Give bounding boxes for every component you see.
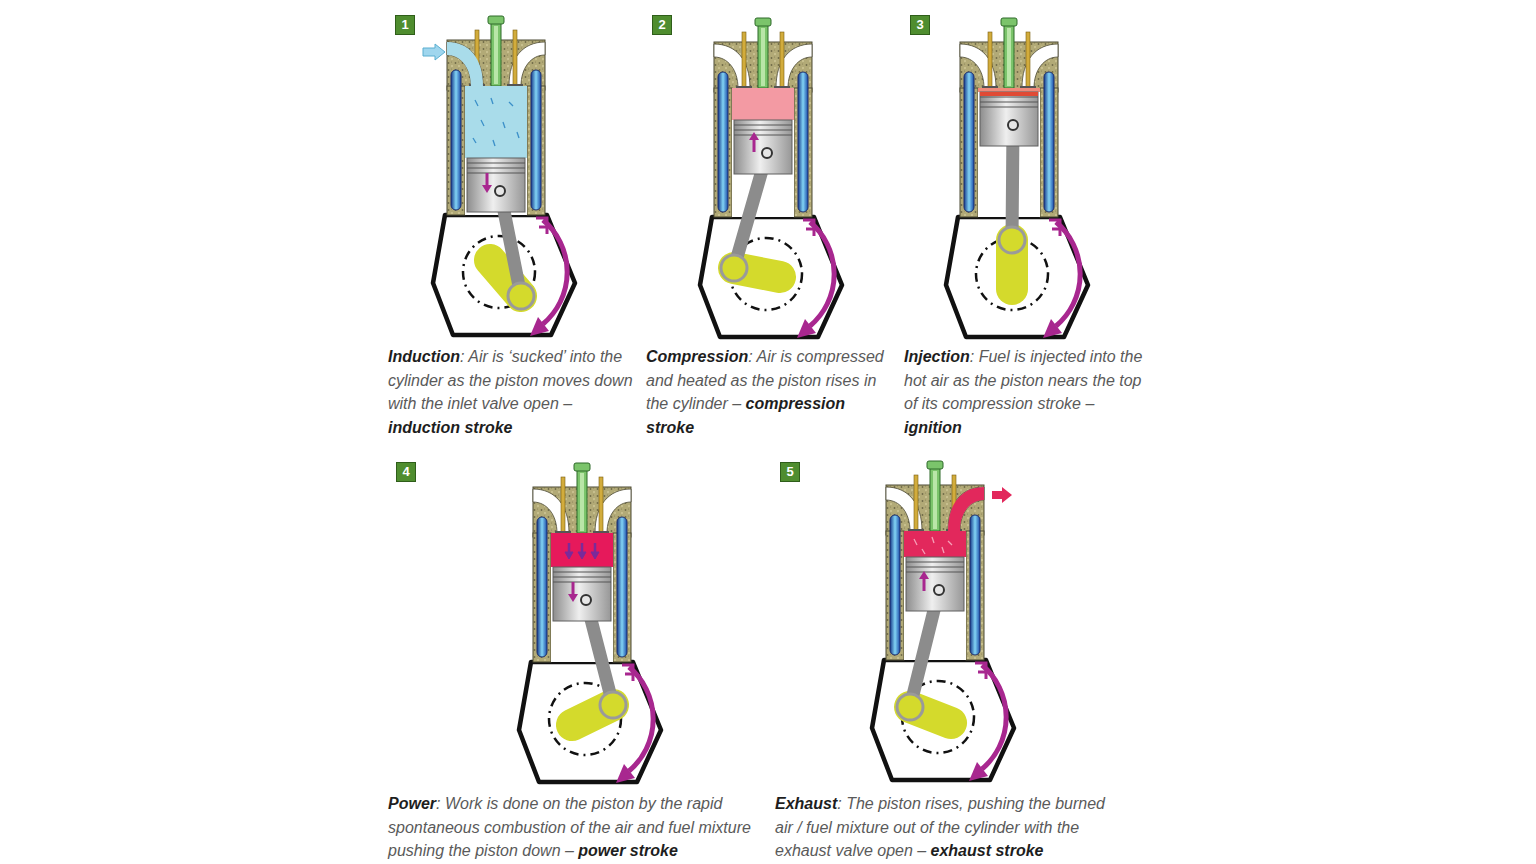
step-number-badge: 4 <box>396 462 416 482</box>
engine-panel-power <box>519 463 661 783</box>
exhaust-gas-port <box>948 487 984 531</box>
crank-pin <box>721 255 747 281</box>
engine-panel-induction <box>423 16 575 336</box>
step-number: 5 <box>786 464 793 479</box>
hot-air <box>978 88 1040 92</box>
fuel-spray <box>980 92 1038 96</box>
air-swirl <box>503 122 505 128</box>
motion-arrow-head <box>482 185 492 193</box>
piston <box>980 92 1038 146</box>
engine-panel-compression <box>700 18 842 338</box>
gas-swirl <box>922 549 925 554</box>
gas-swirl <box>948 541 952 545</box>
air-swirl <box>509 102 513 106</box>
step-number-badge: 2 <box>652 15 672 35</box>
stroke-caption: Power: Work is done on the piston by the… <box>388 792 756 863</box>
inlet-arrow <box>423 44 445 60</box>
air-swirl <box>473 98 519 146</box>
air-swirl <box>493 140 495 146</box>
stroke-caption: Induction: Air is ‘sucked’ into the cyli… <box>388 345 638 439</box>
pressure-arrows <box>565 543 599 559</box>
crank-pin <box>999 227 1025 253</box>
motion-arrow <box>753 139 756 152</box>
step-number: 1 <box>401 17 408 32</box>
crank-pin <box>600 692 626 718</box>
pressure-arrows <box>578 552 586 559</box>
crankcase <box>946 217 1088 338</box>
motion-arrow-head <box>568 594 578 602</box>
stroke-description: : Work is done on the piston by the rapi… <box>388 795 751 859</box>
step-number: 3 <box>916 17 923 32</box>
motion-arrow <box>486 173 489 186</box>
gas-swirl <box>942 547 944 553</box>
crank-pin <box>508 283 534 309</box>
stroke-term: induction stroke <box>388 419 512 436</box>
step-number-badge: 5 <box>780 462 800 482</box>
step-number: 4 <box>402 464 409 479</box>
piston <box>906 557 964 611</box>
piston <box>553 567 611 621</box>
pressure-arrows <box>565 552 573 559</box>
crankcase <box>700 217 842 338</box>
stroke-name: Injection <box>904 348 970 365</box>
stroke-caption: Compression: Air is compressed and heate… <box>646 345 896 439</box>
motion-arrow <box>923 578 926 591</box>
step-number-badge: 1 <box>395 15 415 35</box>
air-swirl <box>473 138 476 143</box>
cylinder-block <box>533 463 631 662</box>
combustion-gas <box>551 533 613 567</box>
engine-panel-exhaust <box>872 461 1014 781</box>
air-swirl <box>481 120 484 126</box>
compressed-air <box>732 88 794 120</box>
inlet-air <box>447 42 483 86</box>
stroke-name: Exhaust <box>775 795 837 812</box>
motion-arrow-head <box>749 132 759 140</box>
gas-swirl <box>914 539 917 545</box>
step-number: 2 <box>658 17 665 32</box>
crank-pin <box>897 694 923 720</box>
stroke-term: exhaust stroke <box>931 842 1044 859</box>
gas-swirl <box>914 537 952 554</box>
motion-arrow <box>572 582 575 595</box>
air-swirl <box>491 98 493 104</box>
stroke-term: ignition <box>904 419 962 436</box>
motion-arrow-head <box>919 571 929 579</box>
exhaust-gas <box>904 531 966 557</box>
pressure-arrows <box>591 552 599 559</box>
air-swirl <box>475 100 478 106</box>
exhaust-arrow <box>992 487 1012 503</box>
cylinder-block <box>447 16 545 215</box>
stroke-caption: Exhaust: The piston rises, pushing the b… <box>775 792 1127 863</box>
gas-swirl <box>932 537 934 543</box>
engine-panel-injection <box>946 18 1088 338</box>
crankcase <box>519 662 661 783</box>
step-number-badge: 3 <box>910 15 930 35</box>
stroke-name: Power <box>388 795 436 812</box>
air-charge <box>465 86 527 158</box>
stroke-name: Compression <box>646 348 748 365</box>
crankcase <box>872 660 1014 781</box>
stroke-term: power stroke <box>578 842 678 859</box>
piston <box>734 120 792 174</box>
piston <box>467 158 525 212</box>
stroke-caption: Injection: Fuel is injected into the hot… <box>904 345 1154 439</box>
air-swirl <box>517 132 519 138</box>
stroke-name: Induction <box>388 348 460 365</box>
